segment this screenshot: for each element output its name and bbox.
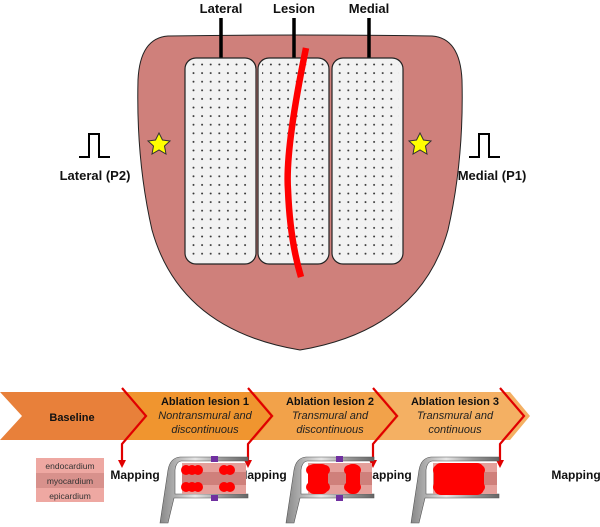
stage-subtitle: Transmural and xyxy=(292,410,369,422)
electrode-medial xyxy=(331,57,404,265)
stage-title: Ablation lesion 1 xyxy=(161,396,249,408)
layer-endocardium: endocardium xyxy=(45,461,94,471)
stage-subtitle: discontinuous xyxy=(171,424,239,436)
mapping-label: Mapping xyxy=(237,468,286,482)
pulse-icon xyxy=(79,133,110,158)
clamp-lesion-2 xyxy=(285,456,375,524)
stage-baseline xyxy=(0,392,150,440)
electrode-lateral xyxy=(184,57,257,265)
clamp-lesion-3 xyxy=(410,456,500,524)
arrow-down-icon xyxy=(496,460,504,468)
star-icon xyxy=(146,131,172,155)
layer-myocardium: myocardium xyxy=(47,476,93,486)
stage-subtitle: continuous xyxy=(428,424,482,436)
clamp-lesion-1 xyxy=(159,456,249,524)
pacing-label-lateral: Lateral (P2) xyxy=(60,168,131,183)
stage-title: Ablation lesion 3 xyxy=(411,396,499,408)
arrow-down-icon xyxy=(118,460,126,468)
mapping-label: Mapping xyxy=(110,468,159,482)
stage-ablation-2 xyxy=(254,392,403,440)
star-icon xyxy=(407,131,433,155)
mapping-label: Mapping xyxy=(362,468,411,482)
stage-subtitle: Nontransmural and xyxy=(158,410,252,422)
mapping-label: Mapping xyxy=(551,468,600,482)
arrow-down-icon xyxy=(244,460,252,468)
stage-title: Baseline xyxy=(49,412,94,424)
stage-subtitle: discontinuous xyxy=(296,424,364,436)
separator-4 xyxy=(498,387,526,462)
electrode-label-lesion: Lesion xyxy=(273,1,315,16)
pacing-label-medial: Medial (P1) xyxy=(458,168,527,183)
layer-epicardium: epicardium xyxy=(49,491,91,501)
arrow-down-icon xyxy=(369,460,377,468)
electrode-label-lateral: Lateral xyxy=(200,1,243,16)
lesion-line xyxy=(284,47,310,278)
separator-1 xyxy=(120,387,148,462)
electrode-label-medial: Medial xyxy=(349,1,389,16)
stage-subtitle: Transmural and xyxy=(417,410,494,422)
stage-ablation-3 xyxy=(379,392,530,440)
stage-ablation-1 xyxy=(126,392,278,440)
separator-2 xyxy=(246,387,274,462)
separator-3 xyxy=(371,387,399,462)
tissue-layer-legend: endocardium myocardium epicardium xyxy=(36,458,104,502)
pulse-icon xyxy=(469,133,500,158)
stage-title: Ablation lesion 2 xyxy=(286,396,374,408)
